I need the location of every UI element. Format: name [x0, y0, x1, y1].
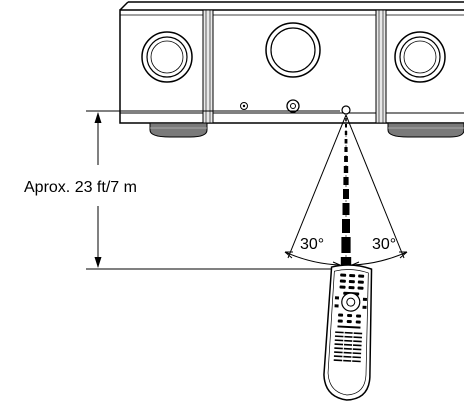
left-panel-pillar — [202, 9, 214, 124]
ir-sensor — [341, 105, 351, 115]
distance-dimension — [94, 112, 102, 268]
right-panel-pillar — [375, 9, 387, 124]
right-foot — [387, 122, 464, 138]
remote-middle-buttons — [337, 313, 362, 329]
dimension-arrow-down — [94, 257, 102, 268]
headphone-jack — [286, 99, 300, 113]
left-angle-arc — [284, 251, 341, 266]
ir-beam-cone — [287, 114, 405, 259]
reference-lines — [86, 110, 340, 270]
remote-dpad — [334, 292, 368, 312]
center-volume-knob — [265, 22, 321, 78]
ir-beam-signal — [340, 118, 352, 265]
remote-keypad — [333, 330, 363, 364]
right-knob — [394, 31, 446, 83]
remote-control — [323, 264, 373, 401]
left-knob — [141, 31, 193, 83]
right-angle-label: 30° — [372, 236, 396, 253]
dimension-arrow-up — [94, 112, 102, 123]
right-angle-arc — [351, 251, 408, 266]
amplifier-unit — [119, 1, 464, 138]
left-angle-label: 30° — [300, 236, 324, 253]
left-foot — [149, 122, 208, 138]
distance-label: Aprox. 23 ft/7 m — [24, 179, 137, 196]
power-indicator — [240, 102, 248, 110]
